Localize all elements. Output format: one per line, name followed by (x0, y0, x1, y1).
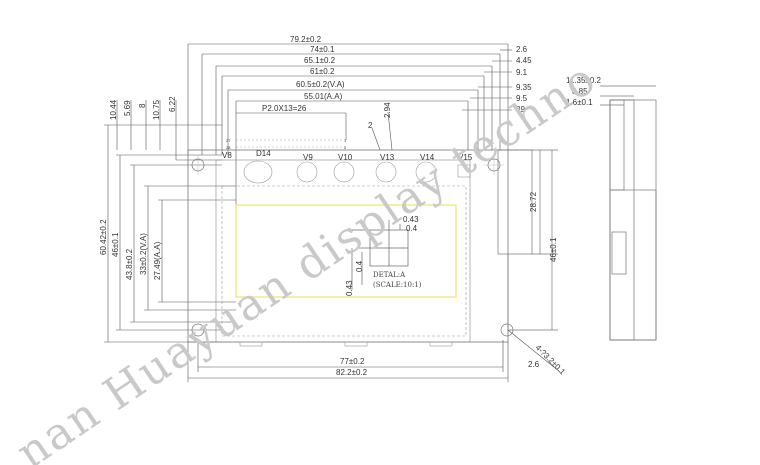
segment-v9: V9 (303, 153, 313, 162)
segment-d14: D14 (256, 149, 271, 158)
dim-small-2: 2 (368, 121, 373, 130)
dim-frame-width: 74±0.1 (310, 45, 335, 54)
dim-overall-height: 60.42±0.2 (99, 219, 108, 255)
dim-frame-height: 46±0.1 (111, 232, 120, 257)
detail-title: DETAL:A (373, 271, 406, 279)
top-dimension-lines (187, 43, 512, 205)
dim-left-1044: 10.44 (109, 99, 118, 120)
dim-active-area-width: 55.01(A.A) (304, 92, 343, 101)
dim-small-294: 2.94 (383, 102, 392, 118)
detail-scale: (SCALE:10:1) (373, 281, 422, 289)
dim-left-569: 5.69 (123, 100, 132, 116)
dim-glass-height: 43.8±0.2 (125, 248, 134, 280)
segment-v14: V14 (420, 153, 435, 162)
dim-right-6: 39 (516, 105, 525, 114)
dim-right-3: 9.1 (516, 68, 528, 77)
dim-bottom-overall-width: 82.2±0.2 (336, 368, 368, 377)
dim-left-8: 8 (138, 103, 147, 108)
dim-left-622: 6.22 (168, 96, 177, 112)
pin-28: 28 (226, 145, 231, 150)
dim-thickness-glass: 8.85 (572, 87, 588, 96)
pin-1: 1 (344, 138, 347, 143)
detail-dim-04-top: 0.4 (406, 224, 418, 233)
dim-glass-width: 65.1±0.2 (304, 56, 336, 65)
dim-view-area-height: 33±0.2(V.A) (139, 233, 148, 275)
segment-v15: V15 (458, 153, 473, 162)
pin-2: 2 (344, 145, 347, 150)
dim-right-4: 9.35 (516, 83, 532, 92)
bottom-dimension-lines (187, 329, 561, 382)
detail-a-pixel-grid (350, 220, 409, 290)
dim-side-46: 46±0.1 (549, 237, 558, 262)
detail-dim-043-top: 0.43 (403, 215, 419, 224)
dim-hole-spacing-width: 77±0.2 (340, 357, 365, 366)
dim-right-5: 9.5 (516, 94, 528, 103)
side-view (600, 85, 657, 341)
segment-v10: V10 (338, 153, 353, 162)
segment-v8: V8 (222, 151, 232, 160)
dim-thickness-overall: 11.35±0.2 (566, 76, 601, 85)
segment-v13: V13 (380, 153, 395, 162)
lcd-module-outline (187, 139, 514, 347)
dim-left-1075: 10.75 (152, 99, 161, 120)
dim-active-area-height: 27.49(A.A) (153, 241, 162, 280)
pin-27: 27 (226, 138, 231, 143)
dim-right-2: 4.45 (516, 56, 532, 65)
watermark-text: nan Huayuan display techno (8, 53, 606, 465)
right-side-profile (497, 149, 558, 331)
dim-bottom-offset: 2.6 (528, 360, 540, 369)
dim-side-2872: 28.72 (529, 191, 538, 212)
dim-right-1: 2.6 (516, 45, 528, 54)
dim-polarizer-width: 61±0.2 (310, 67, 335, 76)
dim-thickness-pin: 1.6±0.1 (566, 98, 593, 107)
dim-overall-width: 79.2±0.2 (290, 35, 322, 44)
detail-dim-04-left: 0.4 (355, 260, 364, 272)
dim-view-area-width: 60.5±0.2(V.A) (296, 80, 345, 89)
dim-pin-pitch: P2.0X13=26 (262, 104, 307, 113)
detail-dim-043-left: 0.43 (345, 280, 354, 296)
